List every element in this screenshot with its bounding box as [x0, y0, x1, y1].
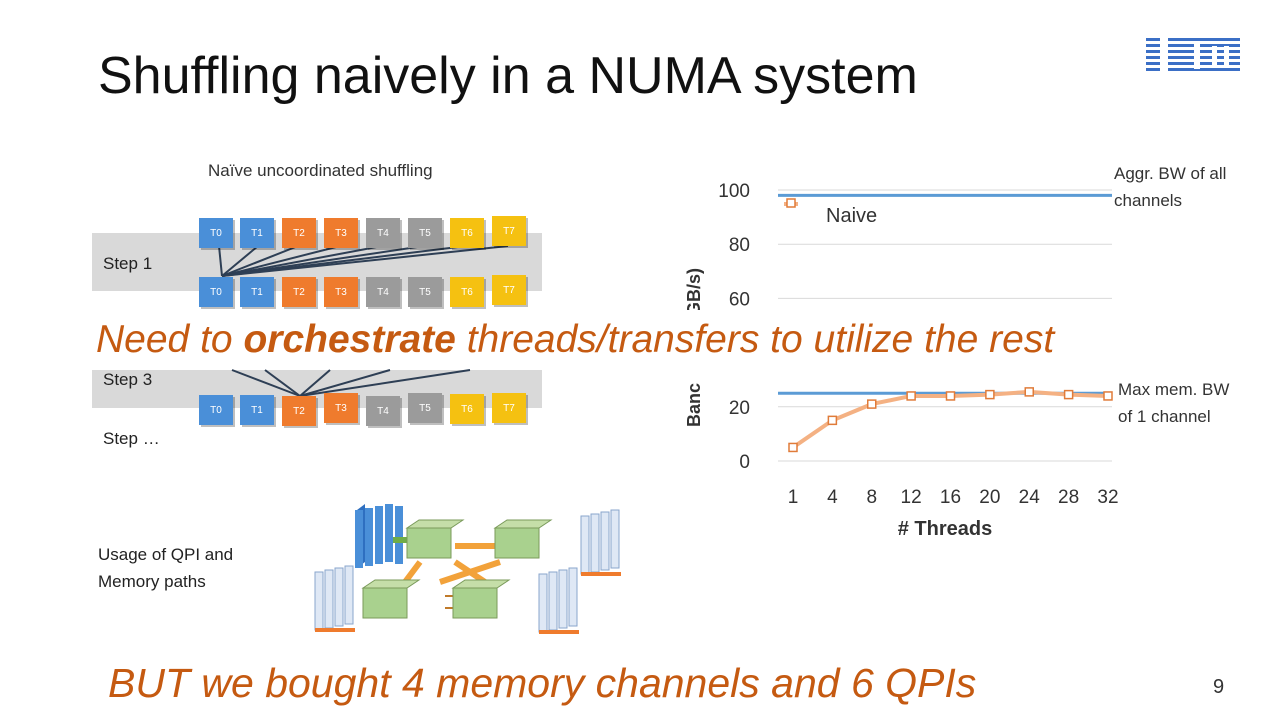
cpu-socket-bottom-right	[451, 579, 511, 619]
max-bw-note-line1: Max mem. BW	[1118, 380, 1230, 399]
max-bw-note: Max mem. BW of 1 channel	[1118, 376, 1229, 430]
y-tick-20: 20	[729, 398, 750, 419]
ibm-logo: IBM	[1146, 36, 1240, 76]
aggr-bw-note-line1: Aggr. BW of all	[1114, 164, 1227, 183]
naive-point-16	[945, 391, 956, 401]
x-tick-8: 8	[866, 487, 877, 508]
naive-point-1	[788, 442, 798, 453]
step3-t0-box: T0	[199, 395, 233, 425]
x-tick-1: 1	[788, 487, 799, 508]
y-tick-labels: 100 80 60 20 0	[718, 181, 750, 473]
step3-t1-box: T1	[240, 395, 274, 425]
memory-dimms-top-left	[355, 504, 403, 568]
aggr-bw-note-line2: channels	[1114, 191, 1183, 210]
x-tick-28: 28	[1058, 487, 1079, 508]
step3-label: Step 3	[103, 370, 153, 389]
y-tick-80: 80	[729, 235, 750, 256]
qpi-label-line2: Memory paths	[98, 572, 206, 591]
t2-src-box: T2	[282, 218, 316, 248]
x-tick-20: 20	[979, 487, 1000, 508]
slide-number: 9	[1213, 676, 1225, 698]
step3-t5-box: T5	[408, 393, 442, 423]
callout-suffix: threads/transfers to utilize the rest	[455, 318, 1055, 361]
legend-marker	[786, 198, 796, 208]
step1-transfer-lines	[218, 245, 509, 397]
legend-label: Naive	[826, 205, 877, 227]
qpi-label-line1: Usage of QPI and	[98, 545, 234, 564]
cpu-socket-top-right	[493, 519, 553, 559]
step1-label: Step 1	[103, 254, 153, 273]
y-axis-label-bottom: Banc	[684, 383, 704, 427]
t1-src-box: T1	[240, 218, 274, 248]
qpi-usage-label: Usage of QPI and Memory paths	[98, 541, 233, 595]
step-more-label: Step …	[103, 429, 160, 448]
shuffle-subtitle: Naïve uncoordinated shuffling	[208, 161, 433, 180]
step3-t6-box: T6	[450, 394, 484, 424]
ibm-logo-text: IBM	[1160, 36, 1226, 76]
t3-src-box: T3	[324, 218, 358, 248]
step3-t4-box: T4	[366, 396, 400, 426]
x-tick-12: 12	[901, 487, 922, 508]
step3-t3-box: T3	[324, 393, 358, 423]
t7-src-box: T7	[492, 216, 526, 246]
t5-src-box: T5	[408, 218, 442, 248]
naive-point-12	[906, 391, 916, 401]
naive-point-32	[1103, 391, 1113, 401]
numa-topology-diagram	[314, 504, 621, 634]
y-tick-60: 60	[729, 289, 750, 310]
orchestrate-callout: Need to orchestrate threads/transfers to…	[92, 318, 1059, 362]
naive-point-20	[985, 389, 995, 400]
naive-point-24	[1024, 387, 1034, 397]
step3-t2-box: T2	[282, 396, 316, 426]
x-tick-24: 24	[1019, 487, 1041, 508]
memory-dimms-top-right	[580, 509, 621, 576]
t3-dst-box: T3	[324, 277, 358, 307]
t0-dst-box: T0	[199, 277, 233, 307]
t4-dst-box: T4	[366, 277, 400, 307]
aggr-bw-note: Aggr. BW of all channels	[1114, 160, 1226, 214]
naive-series	[788, 387, 1113, 453]
x-tick-labels: 1 4 8 12 16 20 24 28 32	[788, 487, 1119, 508]
t5-dst-box: T5	[408, 277, 442, 307]
naive-point-4	[827, 415, 838, 426]
y-tick-0: 0	[739, 452, 750, 473]
t0-src-box: T0	[199, 218, 233, 248]
y-tick-100: 100	[718, 181, 750, 202]
step3-t7-box: T7	[492, 393, 526, 423]
max-bw-note-line2: of 1 channel	[1118, 407, 1211, 426]
t1-dst-box: T1	[240, 277, 274, 307]
naive-point-8	[867, 399, 877, 409]
callout-emphasis: orchestrate	[243, 318, 456, 361]
memory-dimms-bottom-right	[538, 567, 579, 634]
t4-src-box: T4	[366, 218, 400, 248]
callout-prefix: Need to	[96, 318, 244, 361]
chart-grid	[778, 189, 1112, 462]
x-tick-4: 4	[827, 487, 838, 508]
naive-point-28	[1063, 389, 1074, 400]
t7-dst-box: T7	[492, 275, 526, 305]
slide-title: Shuffling naively in a NUMA system	[98, 47, 918, 105]
t2-dst-box: T2	[282, 277, 316, 307]
memory-dimms-bottom-left	[314, 565, 355, 632]
t6-src-box: T6	[450, 218, 484, 248]
t6-dst-box: T6	[450, 277, 484, 307]
x-tick-16: 16	[940, 487, 961, 508]
x-tick-32: 32	[1097, 487, 1118, 508]
cpu-socket-top-left	[405, 519, 465, 559]
x-axis-label: # Threads	[898, 518, 992, 540]
cpu-socket-bottom-left	[361, 579, 421, 619]
bottom-statement: BUT we bought 4 memory channels and 6 QP…	[108, 660, 977, 706]
y-axis-label-top: (GB/s)	[684, 268, 704, 322]
